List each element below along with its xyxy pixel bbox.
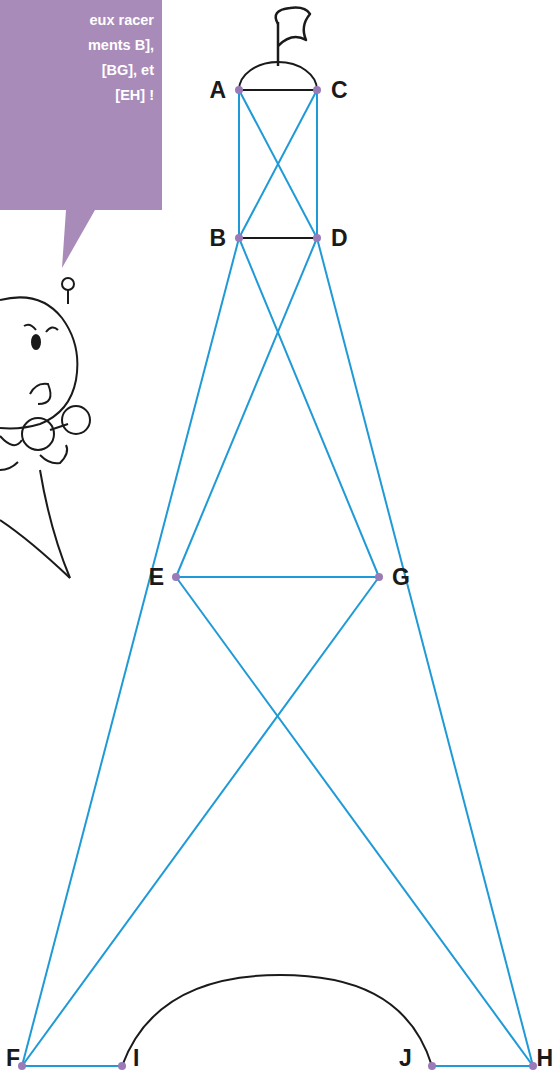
segment-ac [239,89,317,91]
tower-points [18,86,537,1070]
point-label: H [536,1047,553,1070]
arch-arc [122,975,432,1066]
point-label: D [331,227,348,250]
bubble-text: eux racer ments B], [BG], et [EH] ! [0,8,154,108]
point-label: E [149,566,164,589]
segment-bd [239,237,317,239]
point-label: C [331,79,348,102]
speech-bubble-box: eux racer ments B], [BG], et [EH] ! [0,8,154,108]
point-label: G [392,566,410,589]
point-label: A [209,79,226,102]
point-label: F [6,1047,20,1070]
dome-arc [239,62,317,90]
point-label: J [399,1047,412,1070]
point-label: I [133,1047,139,1070]
tower-segments [22,90,533,1066]
flag [276,8,310,66]
point-label: B [209,227,226,250]
speech-bubble [0,0,162,268]
girl-figure [0,278,90,578]
